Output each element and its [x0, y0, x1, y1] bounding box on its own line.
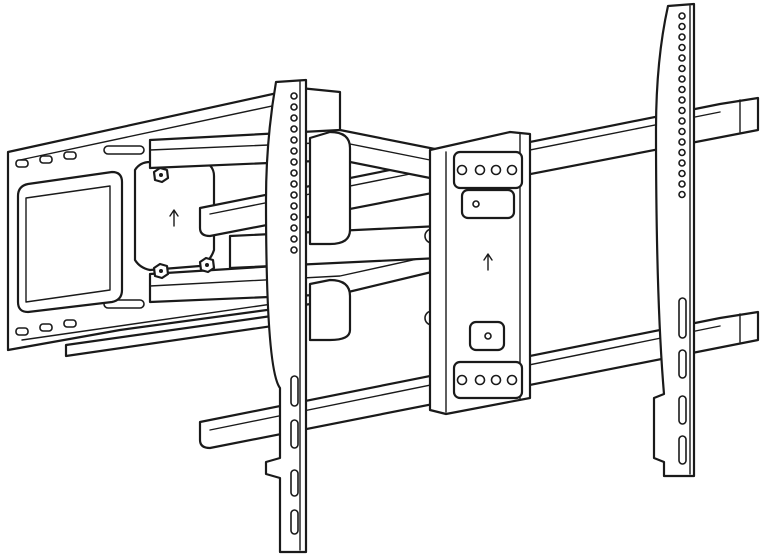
bracket-slot — [290, 375, 299, 407]
bracket-slot — [678, 395, 687, 425]
bracket-hole — [678, 159, 686, 167]
screw-icon — [472, 200, 480, 208]
bracket-hole — [678, 22, 686, 31]
bracket-hole — [678, 96, 686, 104]
bracket-hole — [290, 158, 298, 166]
left-vertical-bracket — [264, 78, 308, 554]
bracket-hole — [678, 190, 686, 199]
bracket-hole — [678, 33, 686, 41]
bracket-hole — [678, 54, 686, 62]
bracket-hole — [290, 147, 298, 155]
plate-slot — [39, 323, 53, 332]
bracket-hole — [678, 106, 686, 115]
plate-slot — [63, 319, 77, 328]
bracket-slot — [290, 509, 299, 535]
bracket-hole — [678, 127, 686, 136]
bracket-slot — [290, 469, 299, 497]
screw-icon — [474, 164, 486, 176]
plate-slot-bottom — [452, 360, 524, 400]
hinge-pivot — [308, 130, 352, 246]
bracket-hole — [290, 213, 298, 221]
right-vertical-bracket — [652, 2, 696, 478]
bracket-hole — [678, 75, 686, 83]
bracket-hole — [290, 92, 298, 100]
plate-slot — [103, 145, 145, 155]
hinge-pivot — [308, 278, 352, 342]
bracket-slot — [678, 435, 687, 465]
bracket-hole — [290, 224, 298, 232]
screw-icon — [506, 374, 518, 386]
plate-slot — [460, 188, 516, 220]
bracket-hole — [678, 64, 686, 73]
screw-icon — [490, 164, 502, 176]
bracket-hole — [290, 136, 298, 144]
bracket-hole — [290, 169, 298, 177]
bracket-hole — [290, 114, 298, 122]
bracket-hole — [290, 180, 298, 188]
bracket-hole — [290, 125, 298, 133]
screw-icon — [484, 332, 492, 340]
up-arrow-icon — [483, 253, 493, 271]
plate-slot — [15, 159, 29, 168]
bracket-hole — [678, 148, 686, 157]
bracket-hole — [290, 235, 298, 243]
screw-icon — [474, 374, 486, 386]
bracket-hole — [290, 246, 298, 254]
bracket-hole — [678, 138, 686, 146]
bracket-hole — [678, 180, 686, 188]
plate-slot — [15, 327, 29, 336]
plate-cutout — [16, 170, 124, 314]
plate-slot-top — [452, 150, 524, 190]
bracket-slot — [678, 297, 687, 339]
bracket-hole — [290, 191, 298, 199]
bracket-hole — [678, 117, 686, 125]
bracket-hole — [678, 43, 686, 52]
bracket-hole — [678, 85, 686, 94]
bracket-slot — [290, 419, 299, 449]
plate-slot — [63, 151, 77, 160]
bracket-hole — [678, 12, 686, 20]
screw-icon — [456, 164, 468, 176]
screw-icon — [456, 374, 468, 386]
up-arrow-icon — [169, 209, 179, 227]
plate-slot — [39, 155, 53, 164]
bracket-hole — [290, 202, 298, 210]
bracket-hole — [290, 103, 298, 111]
screw-icon — [506, 164, 518, 176]
bracket-slot — [678, 349, 687, 379]
bracket-hole — [678, 169, 686, 178]
center-plate — [428, 130, 532, 416]
screw-icon — [490, 374, 502, 386]
